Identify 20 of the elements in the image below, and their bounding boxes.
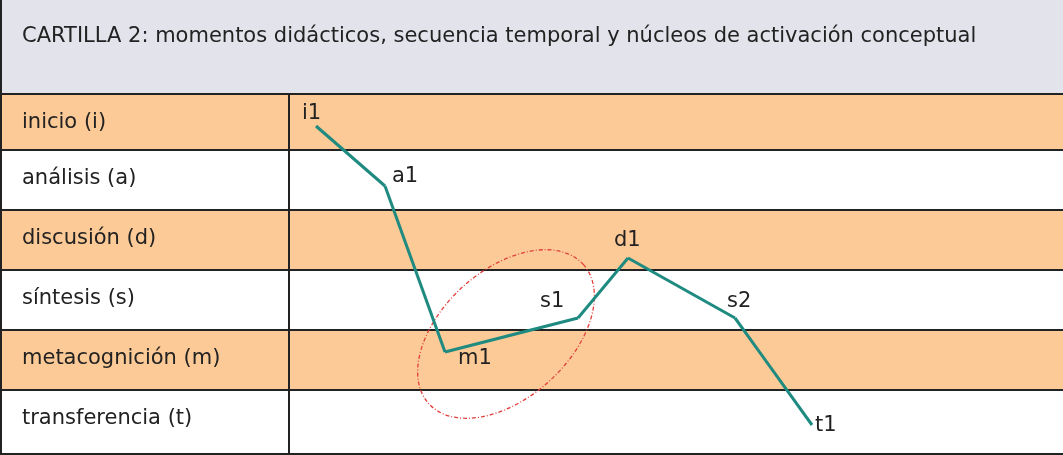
line-segment: [444, 316, 579, 354]
line-segment: [576, 257, 630, 319]
line-segment: [383, 185, 447, 353]
row-label: discusión (d): [22, 225, 157, 249]
row-label: síntesis (s): [22, 285, 135, 309]
point-label: d1: [614, 227, 641, 251]
point-label: i1: [302, 100, 322, 124]
row-label: transferencia (t): [22, 405, 193, 429]
point-label: m1: [458, 345, 492, 369]
row-label: metacognición (m): [22, 345, 221, 369]
row-label: análisis (a): [22, 165, 137, 189]
point-label: s1: [540, 288, 565, 312]
point-label: a1: [392, 163, 419, 187]
line-segment: [733, 317, 814, 426]
point-label: t1: [815, 412, 837, 436]
line-segment: [627, 256, 736, 320]
line-segment: [315, 124, 386, 188]
point-label: s2: [727, 288, 752, 312]
table-title: CARTILLA 2: momentos didácticos, secuencia temporal y núcleos de activación conceptual: [22, 22, 978, 48]
row-label: inicio (i): [22, 109, 107, 133]
